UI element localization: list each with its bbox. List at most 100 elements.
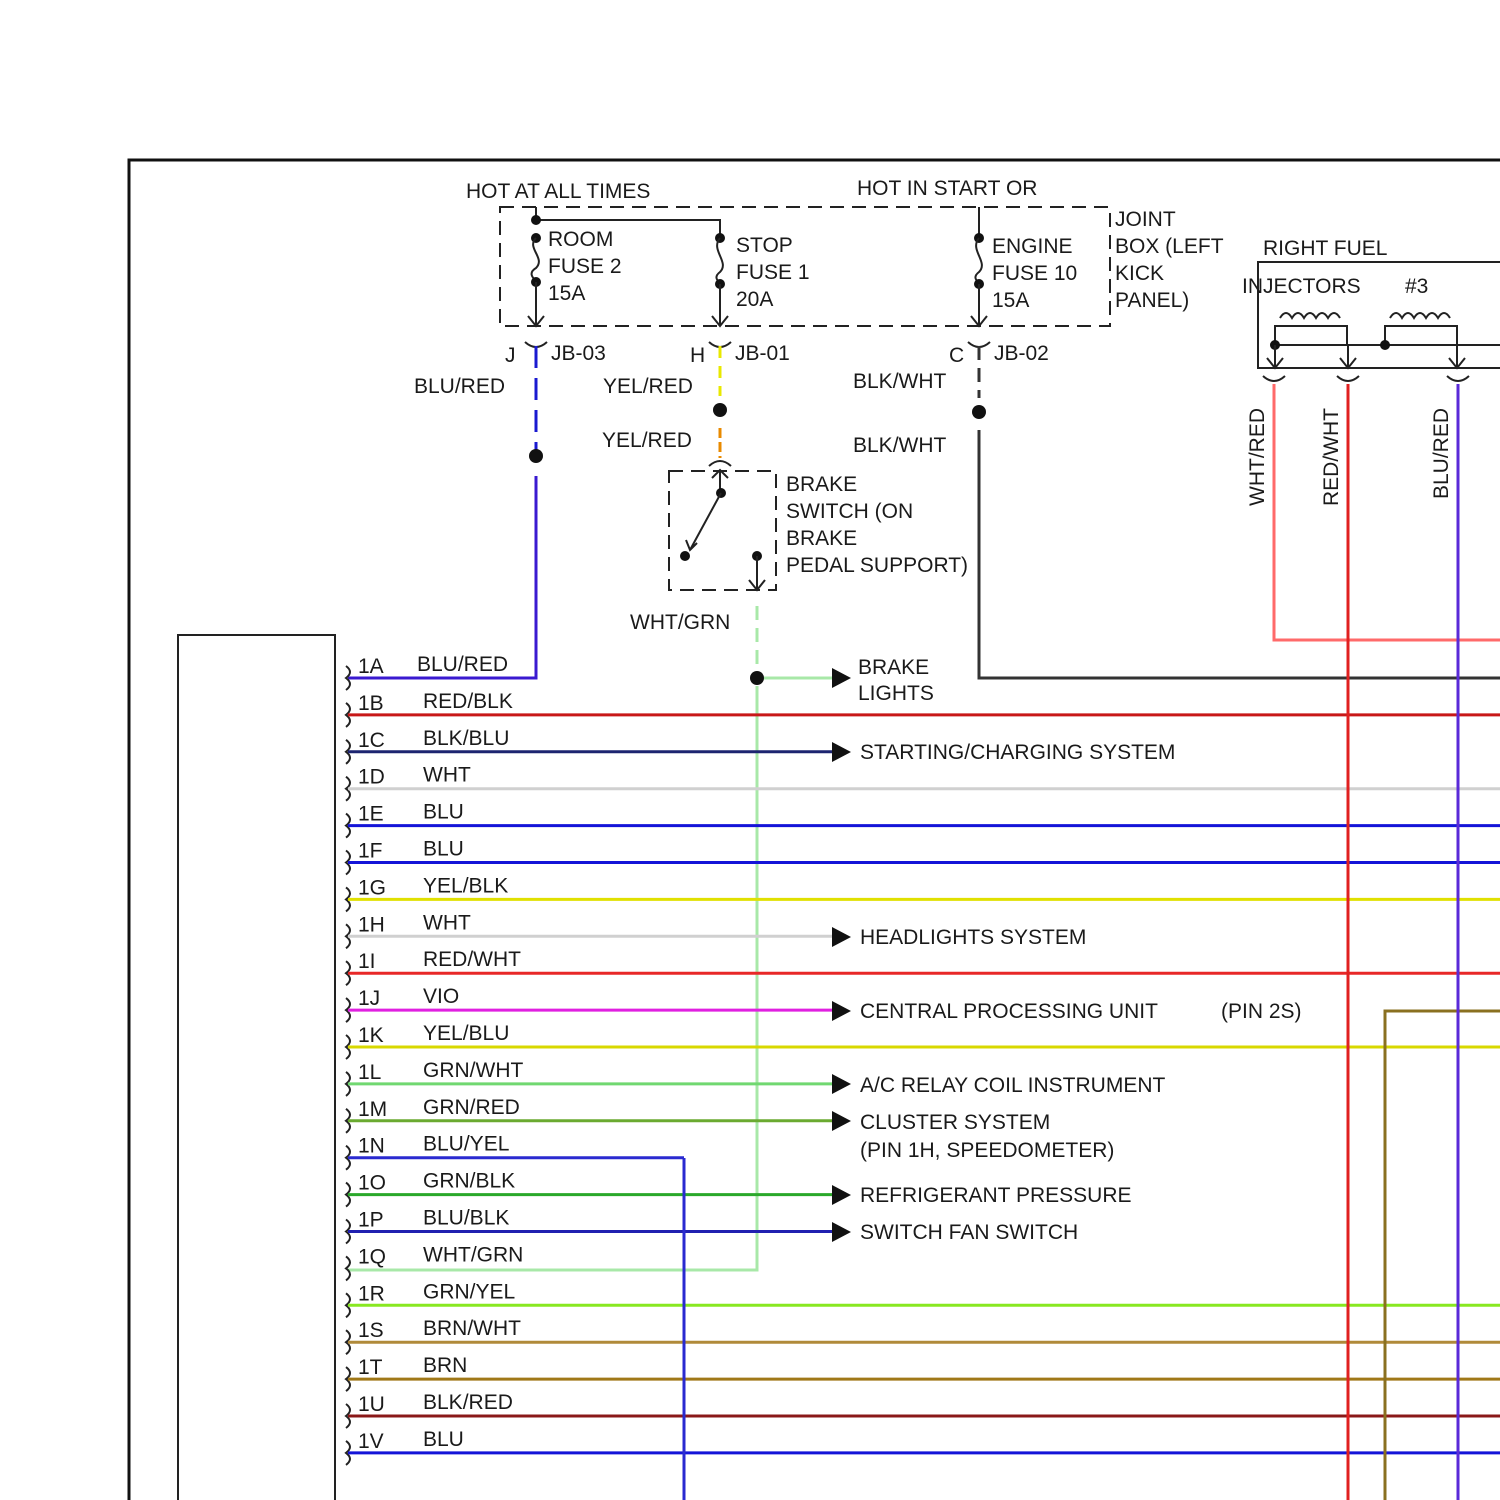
wire-color-label: BRN/WHT (423, 1317, 521, 1340)
pin-label: 1C (358, 729, 385, 752)
engine-fuse-wire-label-bottom: BLK/WHT (853, 434, 947, 457)
pin-label: 1I (358, 950, 376, 973)
control-module-box (178, 635, 335, 1500)
injector-number: #3 (1405, 275, 1428, 298)
pin-label: 1H (358, 913, 385, 936)
wire-color-label: BLU (423, 801, 464, 824)
injector-connectors (1263, 376, 1469, 381)
pin-row-1l: 1L GRN/WHT (346, 1059, 832, 1096)
wire-color-label: RED/WHT (423, 948, 521, 971)
wire-color-label: BLU/YEL (423, 1133, 509, 1156)
joint-box-label-line-3: KICK (1115, 262, 1164, 285)
cpu-label: CENTRAL PROCESSING UNIT (860, 1000, 1158, 1023)
pin-row-1p: 1PBLU/BLK (346, 1207, 832, 1244)
cpu-pin-label: (PIN 2S) (1221, 1000, 1302, 1023)
instrument-label-2: CLUSTER SYSTEM (860, 1111, 1050, 1134)
instrument-label-3: (PIN 1H, SPEEDOMETER) (860, 1139, 1114, 1162)
jb02-pin-label: C (949, 344, 964, 367)
brake-switch-arm (686, 493, 721, 550)
brake-switch-wire (348, 686, 757, 1270)
wire-color-label: BLK/RED (423, 1391, 513, 1414)
brake-switch-wire-label: WHT/GRN (630, 611, 730, 634)
engine-fuse-element (975, 238, 981, 284)
pin-label: 1S (358, 1319, 384, 1342)
pin-label: 1R (358, 1282, 385, 1305)
engine-fuse-name: ENGINE (992, 235, 1073, 258)
wire-color-label: WHT (423, 764, 471, 787)
jb01-pin-label: H (690, 344, 705, 367)
pin-label: 1O (358, 1172, 386, 1195)
wire-color-label: YEL/BLU (423, 1022, 509, 1045)
brake-switch-output-lead (749, 556, 765, 590)
wire-color-label: YEL/BLK (423, 874, 508, 897)
brake-switch-label-4: PEDAL SUPPORT) (786, 554, 968, 577)
pin-row-1q: 1QWHT/GRN (346, 1243, 523, 1280)
pin-row-1j: 1J VIO (346, 985, 832, 1022)
pin-label: 1G (358, 876, 386, 899)
pin-label: 1T (358, 1356, 383, 1379)
injector-3-coil (1385, 313, 1457, 345)
hot-at-all-times-label: HOT AT ALL TIMES (466, 180, 650, 203)
room-fuse-wire-label: BLU/RED (414, 375, 505, 398)
refrigerant-arrow-2 (832, 1222, 851, 1242)
fuel-injectors: RIGHT FUEL INJECTORS #3 (1242, 237, 1500, 381)
injector-wire-label-wht-red: WHT/RED (1246, 408, 1269, 506)
refrigerant-label-2: SWITCH FAN SWITCH (860, 1221, 1078, 1244)
brake-switch-label-2: SWITCH (ON (786, 500, 913, 523)
pin-row-1a: 1ABLU/RED (346, 653, 508, 690)
brake-lights-label-1: BRAKE (858, 656, 929, 679)
stop-fuse-name: STOP (736, 234, 793, 257)
brake-lights-label-2: LIGHTS (858, 682, 934, 705)
stop-fuse-lead (712, 284, 728, 326)
brake-switch-label-3: BRAKE (786, 527, 857, 550)
room-fuse-element (532, 238, 539, 282)
wire-color-label: BRN (423, 1354, 467, 1377)
pin-label: 1U (358, 1393, 385, 1416)
room-fuse-wire-splice (529, 449, 543, 463)
room-fuse-rating: 15A (548, 282, 585, 305)
injector-2-coil (1275, 313, 1347, 345)
joint-box-label-line-1: JOINT (1115, 208, 1176, 231)
jb01-connector-label: JB-01 (735, 342, 790, 365)
room-fuse-wire (348, 476, 536, 678)
injector-3-node (1380, 340, 1390, 350)
wire-color-label: VIO (423, 985, 459, 1008)
brake-switch-contact-left (680, 551, 690, 561)
injector-wire-label-blu-red: BLU/RED (1430, 408, 1453, 499)
pin-label: 1J (358, 987, 380, 1010)
refrigerant-label-1: REFRIGERANT PRESSURE (860, 1184, 1132, 1207)
engine-fuse-wire-label-top: BLK/WHT (853, 370, 947, 393)
pin-label: 1B (358, 692, 384, 715)
brake-switch-label-1: BRAKE (786, 473, 857, 496)
headlights-arrow (832, 927, 851, 947)
pin-row-1i: 1I RED/WHT (346, 948, 1500, 985)
pin-row-1u: 1U BLK/RED (346, 1391, 1500, 1428)
room-fuse-lead (528, 282, 544, 326)
wire-color-label: BLU (423, 838, 464, 861)
pin-row-1n: 1NBLU/YEL (346, 1133, 684, 1170)
jb02-connector-label: JB-02 (994, 342, 1049, 365)
wire-color-label: BLU (423, 1428, 464, 1451)
pin-row-1o: 1OGRN/BLK (346, 1170, 832, 1207)
wire-color-label: BLU/BLK (423, 1207, 509, 1230)
pin-row-1c: 1CBLK/BLU (346, 727, 832, 764)
pin-row-1s: 1S BRN/WHT (346, 1317, 1500, 1354)
pin-label: 1L (358, 1061, 381, 1084)
wire-color-label: GRN/WHT (423, 1059, 523, 1082)
stop-fuse-wire-splice (713, 403, 727, 417)
injector-leads (1267, 345, 1465, 368)
stop-fuse-element (716, 238, 722, 284)
stop-fuse-wire-label-bottom: YEL/RED (602, 429, 692, 452)
pin-row-1e: 1EBLU (346, 801, 1500, 838)
stop-fuse-wire-label-top: YEL/RED (603, 375, 693, 398)
pin-label: 1V (358, 1430, 384, 1453)
jb03-pin-label: J (505, 344, 516, 367)
cpu-arrow (832, 1001, 851, 1021)
injectors-subtitle: INJECTORS (1242, 275, 1361, 298)
brake-lights-arrow (832, 668, 851, 688)
